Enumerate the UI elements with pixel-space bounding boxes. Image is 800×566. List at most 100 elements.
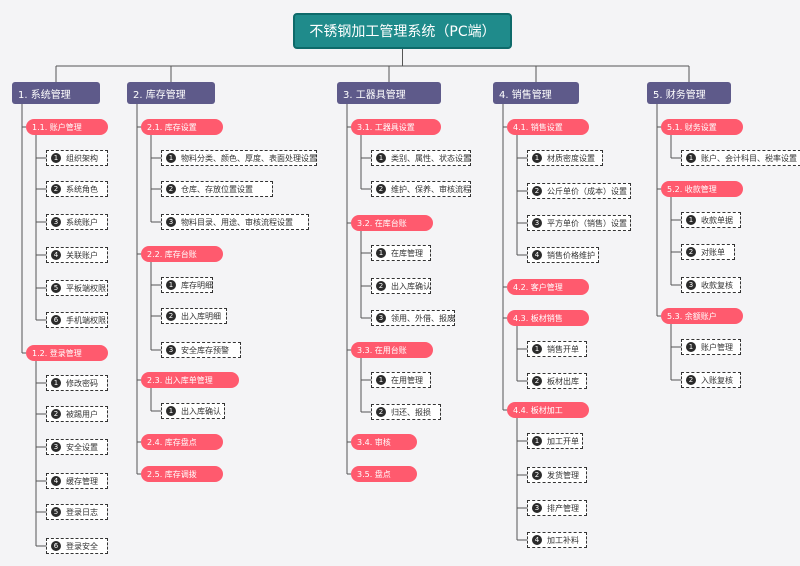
leaf-label: 公斤单价（成本）设置 xyxy=(547,186,627,196)
leaf-label: 板材出库 xyxy=(547,376,579,386)
leaf-label: 收款复核 xyxy=(701,280,733,290)
submodule-2-4[interactable]: 2.4. 库存盘点 xyxy=(141,434,223,450)
number-badge: 1 xyxy=(166,280,176,290)
leaf-label: 类别、属性、状态设置 xyxy=(391,153,471,163)
submodule-2-2[interactable]: 2.2. 库存台账 xyxy=(141,246,223,262)
number-badge: 4 xyxy=(51,250,61,260)
leaf-item[interactable]: 3 领用、外借、报废 xyxy=(371,310,455,326)
number-badge: 4 xyxy=(532,535,542,545)
number-badge: 5 xyxy=(51,507,61,517)
number-badge: 3 xyxy=(376,313,386,323)
submodule-1-1[interactable]: 1.1. 账户管理 xyxy=(26,119,108,135)
module-4[interactable]: 4. 销售管理 xyxy=(493,82,579,104)
submodule-5-3[interactable]: 5.3. 余额账户 xyxy=(661,308,743,324)
leaf-label: 归还、报损 xyxy=(391,407,431,417)
leaf-label: 物料分类、颜色、厚度、表面处理设置 xyxy=(181,153,317,163)
submodule-4-2[interactable]: 4.2. 客户管理 xyxy=(507,279,589,295)
module-2[interactable]: 2. 库存管理 xyxy=(127,82,215,104)
submodule-3-1[interactable]: 3.1. 工器具设置 xyxy=(351,119,441,135)
submodule-3-2[interactable]: 3.2. 在库台账 xyxy=(351,215,433,231)
leaf-label: 平方单价（销售）设置 xyxy=(547,218,627,228)
number-badge: 1 xyxy=(166,153,176,163)
leaf-item[interactable]: 3 安全库存预警 xyxy=(161,342,241,358)
number-badge: 1 xyxy=(686,342,696,352)
number-badge: 2 xyxy=(376,407,386,417)
leaf-label: 排产管理 xyxy=(547,503,579,513)
leaf-label: 销售价格维护 xyxy=(547,250,595,260)
leaf-label: 被踢用户 xyxy=(66,409,98,419)
number-badge: 4 xyxy=(532,250,542,260)
number-badge: 6 xyxy=(51,315,61,325)
submodule-5-1[interactable]: 5.1. 财务设置 xyxy=(661,119,743,135)
leaf-item[interactable]: 6 手机端权限 xyxy=(46,312,108,328)
submodule-4-4[interactable]: 4.4. 板材加工 xyxy=(507,402,589,418)
module-1[interactable]: 1. 系统管理 xyxy=(12,82,100,104)
leaf-label: 安全库存预警 xyxy=(181,345,229,355)
number-badge: 1 xyxy=(532,153,542,163)
leaf-label: 收款单据 xyxy=(701,215,733,225)
leaf-item[interactable]: 1 物料分类、颜色、厚度、表面处理设置 xyxy=(161,150,317,166)
leaf-item[interactable]: 1 收款单据 xyxy=(681,212,741,228)
leaf-label: 关联账户 xyxy=(66,250,98,260)
number-badge: 3 xyxy=(166,345,176,355)
leaf-label: 领用、外借、报废 xyxy=(391,313,455,323)
leaf-item[interactable]: 2 归还、报损 xyxy=(371,404,441,420)
root-title[interactable]: 不锈钢加工管理系统（PC端） xyxy=(293,13,512,49)
module-5[interactable]: 5. 财务管理 xyxy=(647,82,731,104)
leaf-item[interactable]: 4 销售价格维护 xyxy=(527,247,599,263)
module-3[interactable]: 3. 工器具管理 xyxy=(337,82,441,104)
leaf-label: 加工补料 xyxy=(547,535,579,545)
leaf-item[interactable]: 1 加工开单 xyxy=(527,433,583,449)
leaf-item[interactable]: 4 关联账户 xyxy=(46,247,108,263)
submodule-3-4[interactable]: 3.4. 审核 xyxy=(351,434,417,450)
submodule-1-2[interactable]: 1.2. 登录管理 xyxy=(26,345,108,361)
submodule-2-1[interactable]: 2.1. 库存设置 xyxy=(141,119,223,135)
number-badge: 1 xyxy=(532,436,542,446)
number-badge: 1 xyxy=(376,375,386,385)
submodule-3-5[interactable]: 3.5. 盘点 xyxy=(351,466,417,482)
leaf-item[interactable]: 4 加工补料 xyxy=(527,532,587,548)
submodule-2-5[interactable]: 2.5. 库存调拨 xyxy=(141,466,223,482)
submodule-4-3[interactable]: 4.3. 板材销售 xyxy=(507,310,589,326)
submodule-3-3[interactable]: 3.3. 在用台账 xyxy=(351,342,433,358)
submodule-2-3[interactable]: 2.3. 出入库单管理 xyxy=(141,372,239,388)
number-badge: 1 xyxy=(686,215,696,225)
submodule-4-1[interactable]: 4.1. 销售设置 xyxy=(507,119,589,135)
leaf-label: 加工开单 xyxy=(547,436,579,446)
submodule-5-2[interactable]: 5.2. 收款管理 xyxy=(661,181,743,197)
leaf-label: 手机端权限 xyxy=(66,315,106,325)
